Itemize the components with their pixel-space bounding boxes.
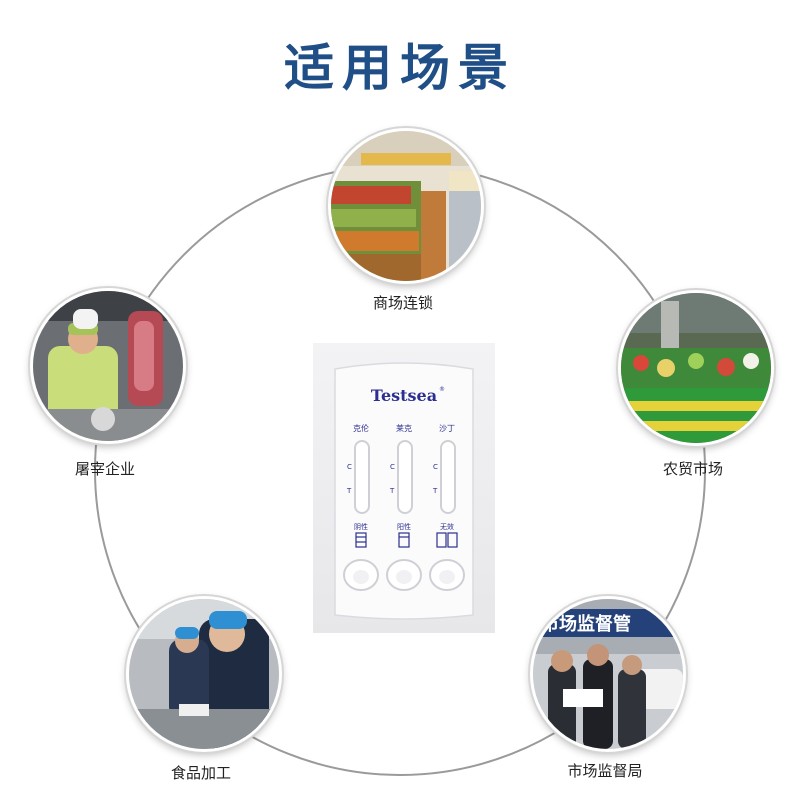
scene-label-food-processing: 食品加工 [170,764,231,782]
scene-supervision-image: 市场监督管 [530,596,686,752]
negative-key-icon [355,532,367,548]
scene-food-processing-image [126,596,282,752]
control-mark-1: C [347,463,352,471]
test-cassette-photo: Testsea ® 克伦 莱克 沙丁 C T C T C T 阴性 阳性 无效 [313,343,495,633]
control-mark-2: C [390,463,395,471]
scene-label-supermarket: 商场连锁 [372,294,433,312]
result-window-1 [354,440,370,514]
result-key-negative: 阴性 [354,522,368,531]
invalid-key-icon [436,532,447,548]
test-mark-1: T [346,487,352,495]
page-title: 适用场景 [284,39,516,97]
scene-label-supervision: 市场监督局 [567,762,643,780]
scene-farm-market-image [618,290,774,446]
test-cassette: Testsea ® 克伦 莱克 沙丁 C T C T C T 阴性 阳性 无效 [313,343,495,633]
supervision-sign-text: 市场监督管 [541,613,631,635]
svg-text:®: ® [439,386,445,393]
channel-label-3: 沙丁 [439,424,455,433]
test-mark-3: T [432,487,438,495]
channel-label-2: 莱克 [396,423,412,433]
scene-slaughter-image [30,288,186,444]
result-key-positive: 阳性 [397,522,411,531]
result-window-2 [397,440,413,514]
scene-label-slaughter: 屠宰企业 [74,460,135,478]
brand-name: Testsea [371,386,437,405]
result-window-3 [440,440,456,514]
control-mark-3: C [433,463,438,471]
positive-key-icon [398,532,410,548]
result-key-invalid: 无效 [440,522,454,531]
test-mark-2: T [389,487,395,495]
channel-label-1: 克伦 [353,423,369,433]
scene-label-farm-market: 农贸市场 [662,460,723,478]
scene-supermarket-image [328,128,484,284]
